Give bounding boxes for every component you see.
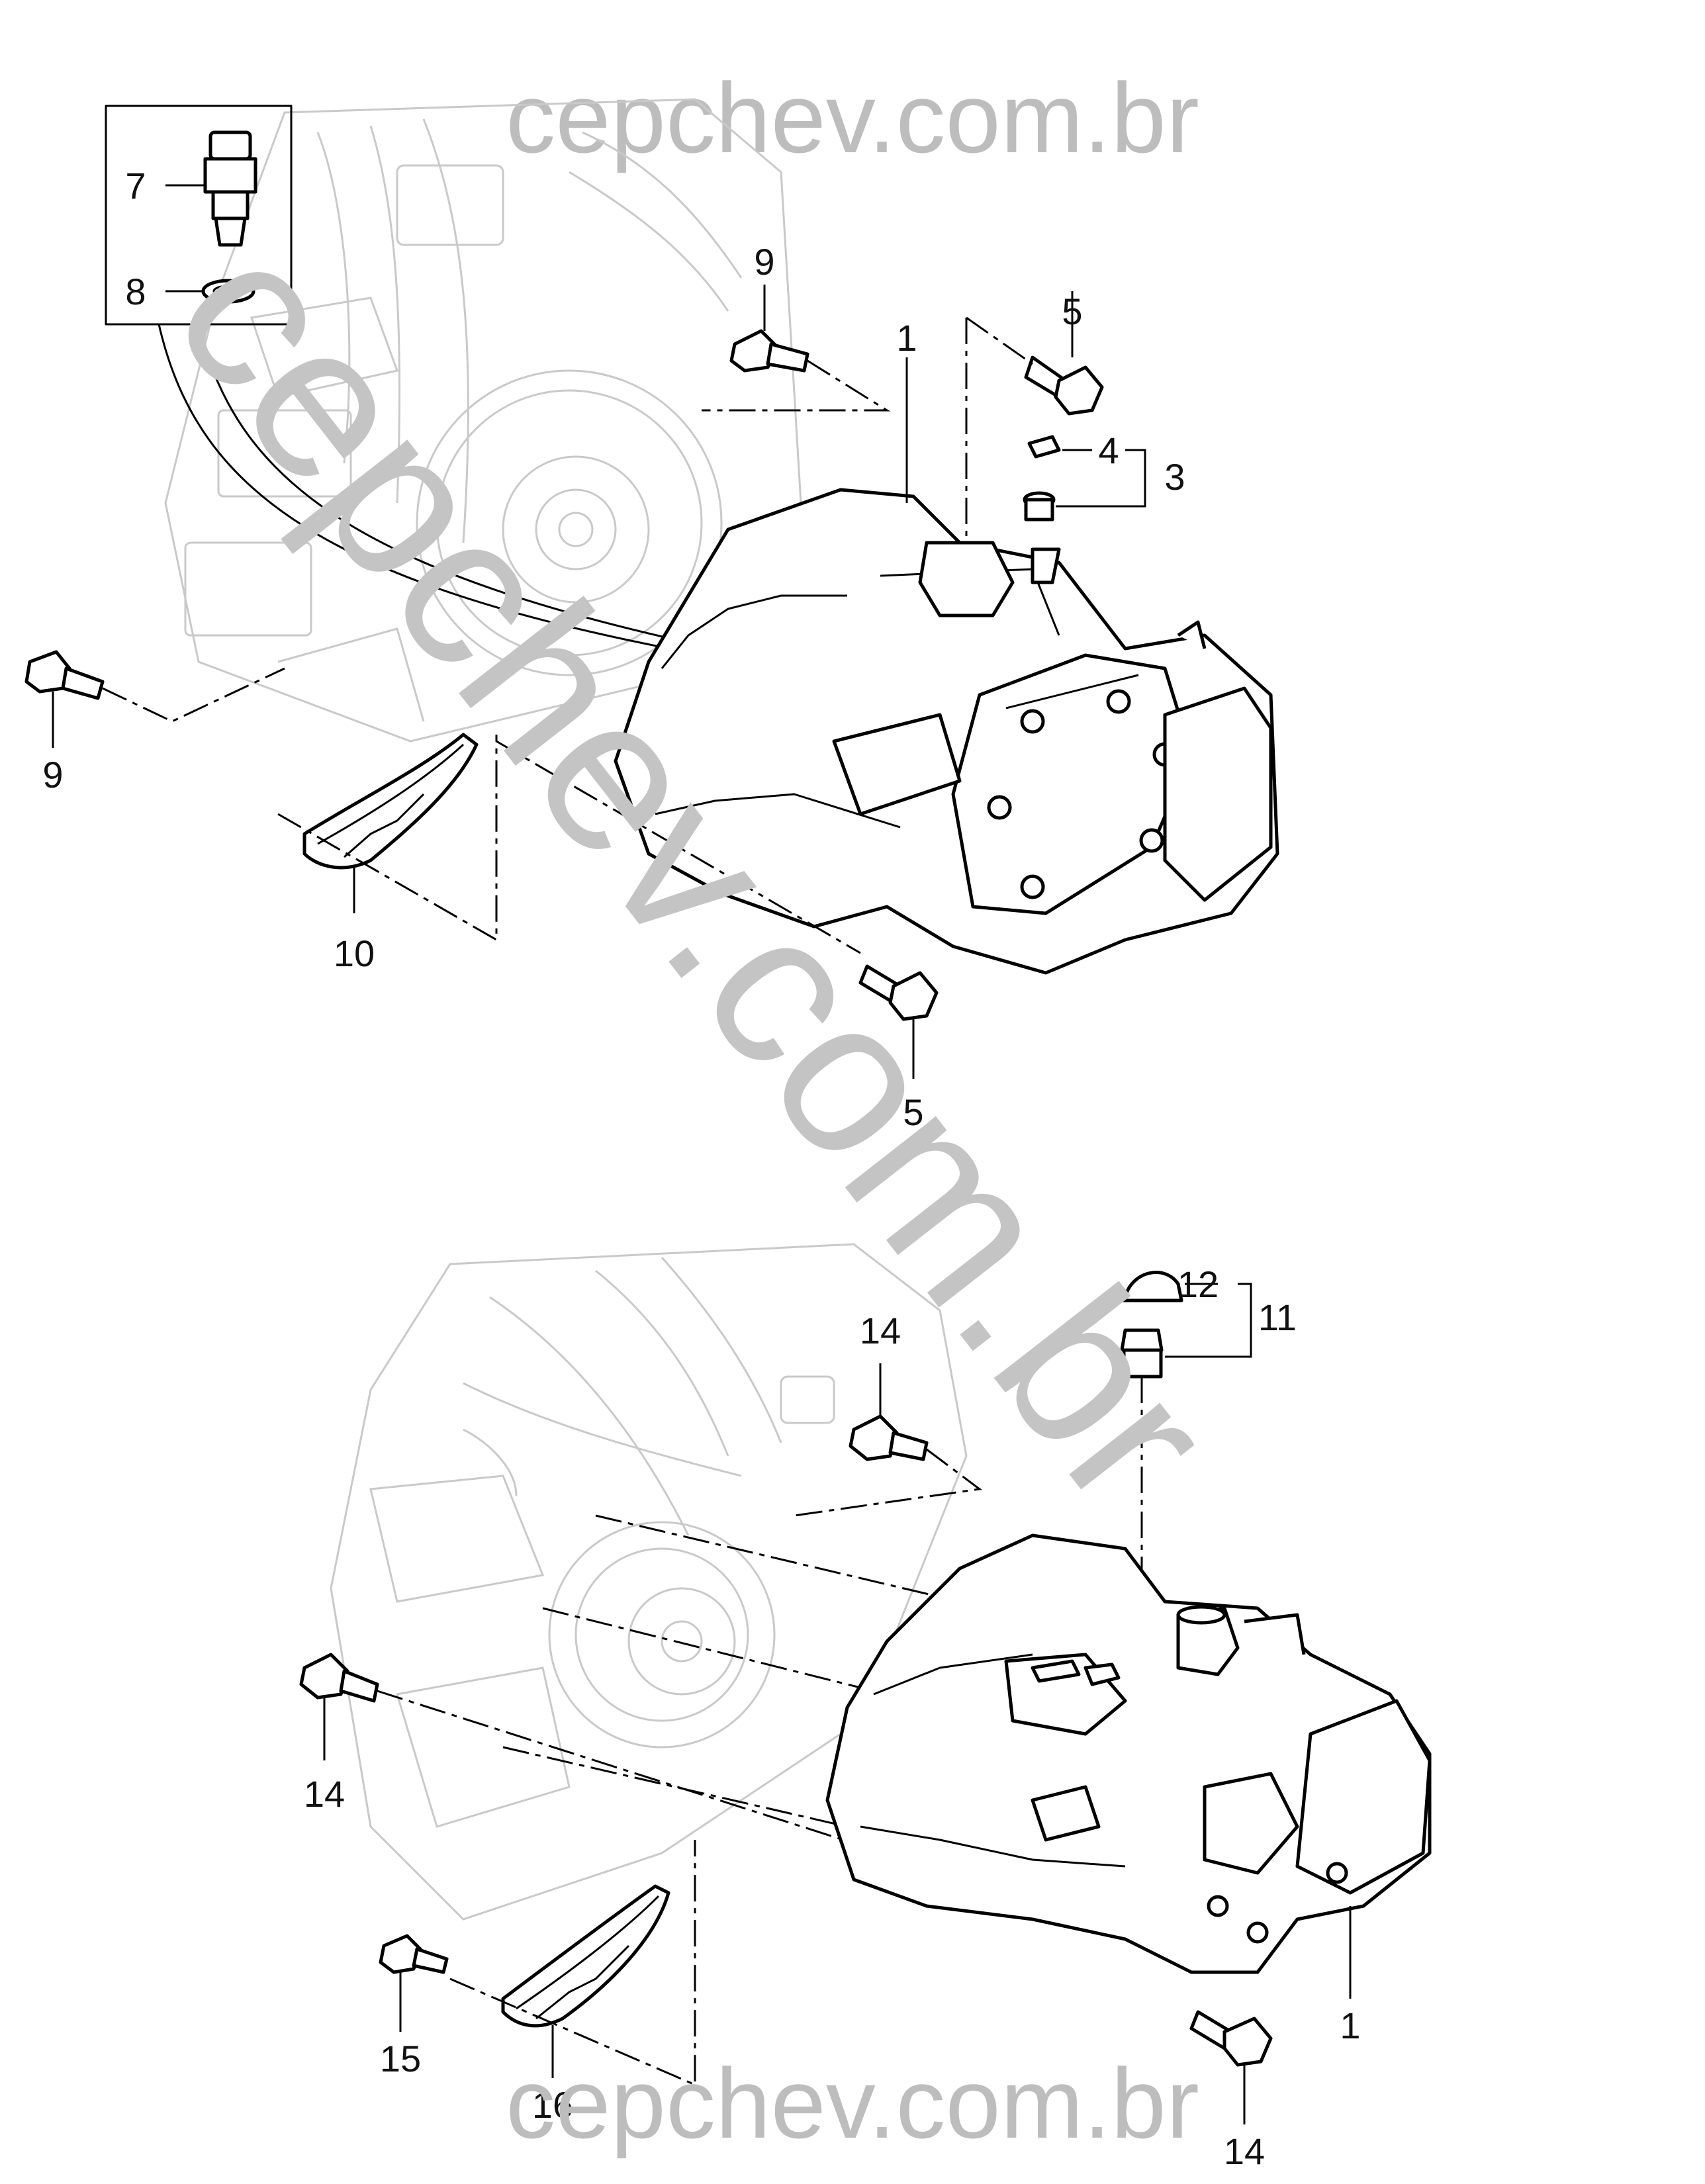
callout-5-top: 5 — [1062, 291, 1082, 332]
callout-1-lower: 1 — [1340, 2005, 1360, 2046]
callout-9-upper: 9 — [754, 241, 774, 283]
callout-14-top: 14 — [860, 1310, 901, 1351]
alignment-line-3 — [502, 1746, 848, 1828]
callout-10: 10 — [334, 933, 375, 974]
callout-15: 15 — [380, 2038, 421, 2079]
sensor-wire-leader — [158, 324, 782, 670]
callout-16: 16 — [532, 2084, 573, 2126]
header-watermark: cepchev.com.br — [506, 62, 1199, 173]
part-8-seal-washer — [165, 279, 255, 304]
part-9-bolt-left — [24, 650, 285, 748]
callout-8: 8 — [125, 271, 146, 312]
ghost-engine-lower — [330, 1243, 968, 1921]
part-15-bolt — [379, 1934, 449, 2032]
callout-1-upper: 1 — [896, 317, 917, 359]
part-14-bolt-top — [794, 1363, 982, 1517]
part-10-shield-upper — [277, 733, 861, 954]
callout-3: 3 — [1164, 456, 1185, 498]
part-14-bolt-left — [299, 1653, 1258, 1974]
alignment-line-1 — [595, 1514, 960, 1603]
callout-7: 7 — [125, 165, 146, 206]
part-16-shield-lower — [449, 1840, 696, 2087]
callout-9-left: 9 — [42, 754, 63, 796]
part-1-transmission-lower — [825, 1533, 1432, 1999]
callout-11: 11 — [1258, 1297, 1297, 1338]
part-12-cap — [1120, 1271, 1218, 1302]
callout-5-bottom: 5 — [903, 1091, 923, 1133]
footer-watermark: cepchev.com.br — [506, 2048, 1199, 2159]
ghost-engine-upper — [164, 98, 802, 743]
part-7-reverse-light-switch — [165, 130, 257, 247]
part-9-bolt-upper — [702, 285, 891, 412]
part-3-breather — [1023, 449, 1146, 522]
callout-14-left: 14 — [304, 1773, 345, 1815]
alignment-line-2 — [542, 1607, 888, 1696]
part-5-bolt-bottom — [858, 964, 939, 1079]
callout-12: 12 — [1177, 1263, 1219, 1305]
upper-view: 7 8 9 9 1 5 4 3 10 5 — [24, 98, 1279, 1133]
part-11-breather-valve — [1120, 1283, 1252, 1602]
lower-view: 12 11 14 14 14 1 15 16 — [299, 1243, 1432, 2172]
sensor-wire-leader-2 — [197, 324, 782, 663]
part-14-bolt-bottom — [1189, 2010, 1273, 2124]
callout-14-bottom: 14 — [1224, 2130, 1265, 2172]
part-1-transmission-upper — [614, 357, 1279, 975]
callout-4: 4 — [1098, 430, 1119, 471]
part-5-bolt-top — [965, 291, 1104, 556]
part-4-washer — [1027, 435, 1092, 459]
